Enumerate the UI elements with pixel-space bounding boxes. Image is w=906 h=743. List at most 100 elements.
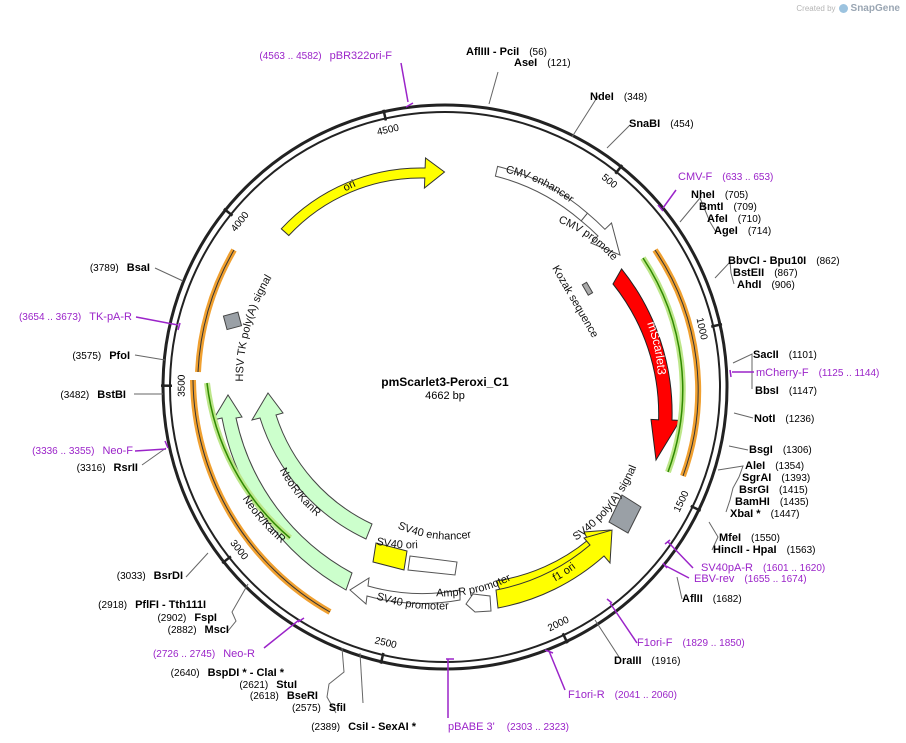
backbone-tick — [690, 504, 702, 512]
feature-label-cmv-enhancer: CMV enhancer — [505, 164, 576, 206]
feature-label-cmv-promoter: CMV promoter — [0, 0, 620, 263]
enzyme-label: (2621)StuI — [239, 679, 297, 691]
ampr-promoter-arrow — [465, 593, 492, 613]
kozak-sequence-marker — [581, 281, 594, 296]
backbone-tick — [614, 164, 624, 175]
enzyme-label: AhdI(906) — [737, 279, 795, 291]
backbone-tick-label: 1000 — [694, 317, 710, 342]
enzyme-label: (3316)RsrII — [77, 462, 138, 474]
enzyme-label: (2618)BseRI — [250, 690, 318, 702]
backbone-tick-label: 2000 — [546, 614, 571, 634]
hsv-tk-polya-marker — [222, 311, 243, 331]
enzyme-label: (2389)CsiI - SexAI * — [311, 721, 417, 733]
backbone-tick — [223, 207, 234, 217]
backbone-tick-label: 3500 — [177, 374, 188, 397]
primer-labels: (4563 .. 4582)pBR322ori-F CMV-F(633 .. 6… — [19, 50, 879, 733]
enzyme-label: (2882)MscI — [168, 624, 229, 636]
enzyme-label: (2575)SfiI — [292, 702, 346, 714]
brand-name: SnapGene — [850, 3, 900, 14]
primer-label: (2726 .. 2745)Neo-R — [153, 648, 255, 660]
backbone-tick — [221, 555, 232, 565]
plasmid-length: 4662 bp — [425, 390, 465, 402]
enzyme-label: BbsI(1147) — [755, 385, 817, 397]
backbone-tick-label: 1500 — [672, 489, 692, 514]
primer-label: (4563 .. 4582)pBR322ori-F — [259, 50, 392, 62]
backbone-outer — [161, 103, 729, 671]
enzyme-label: BstEII(867) — [733, 267, 798, 279]
mscarlet3-arrow — [612, 268, 681, 462]
feature-label-ori: ori — [341, 178, 357, 194]
feature-label-sv40-ori: SV40 ori — [375, 536, 418, 552]
primer-label: mCherry-F(1125 .. 1144) — [756, 367, 879, 379]
leader-lines — [134, 71, 754, 714]
brand-prefix: Created by — [796, 4, 836, 13]
backbone-inner — [169, 111, 721, 663]
primer-label: (3654 .. 3673)TK-pA-R — [19, 311, 132, 323]
enzyme-label: NheI(705) — [691, 189, 748, 201]
enzyme-label: NotI(1236) — [754, 413, 814, 425]
enzyme-label: HincII - HpaI(1563) — [713, 544, 815, 556]
neor-orf-marker — [190, 248, 332, 615]
enzyme-label: AleI(1354) — [745, 460, 804, 472]
enzyme-label: (3575)PfoI — [72, 350, 130, 362]
enzyme-label: SnaBI(454) — [629, 118, 694, 130]
enzyme-label: DraIII(1916) — [614, 655, 680, 667]
ori-arrow — [280, 157, 446, 237]
enzyme-label: AfeI(710) — [707, 213, 761, 225]
backbone-tick-label: 2500 — [374, 635, 399, 651]
enzyme-label: BbvCI - Bpu10I(862) — [728, 255, 840, 267]
backbone-tick-label: 500 — [599, 172, 619, 191]
enzyme-label: AgeI(714) — [714, 225, 771, 237]
sv40-enhancer-marker — [407, 555, 458, 576]
feature-label-kozak: Kozak sequence — [549, 264, 600, 340]
enzyme-label: NdeI(348) — [590, 91, 647, 103]
backbone-tick — [561, 632, 569, 644]
plasmid-name: pmScarlet3-Peroxi_C1 — [381, 375, 509, 389]
enzyme-label: (3789)BsaI — [90, 262, 150, 274]
backbone-tick — [382, 109, 388, 121]
enzyme-label: AseI(121) — [514, 57, 571, 69]
sv40-polya-signal-marker — [608, 494, 642, 534]
primer-label: F1ori-R(2041 .. 2060) — [568, 689, 677, 701]
mscarlet3-orf-marker — [640, 248, 702, 478]
primer-label: F1ori-F(1829 .. 1850) — [637, 637, 745, 649]
enzyme-label: XbaI *(1447) — [730, 508, 799, 520]
enzyme-label: BamHI(1435) — [735, 496, 809, 508]
neor-kanr-arrow-inner — [250, 392, 373, 540]
primer-label: (3336 .. 3355)Neo-F — [32, 445, 133, 457]
enzyme-label: MfeI(1550) — [719, 532, 780, 544]
enzyme-label: SacII(1101) — [753, 349, 817, 361]
neor-kanr-arrow-outer — [211, 394, 353, 591]
backbone-tick-label: 4500 — [376, 123, 401, 139]
enzyme-label: (3033)BsrDI — [117, 570, 183, 582]
backbone-ticks — [160, 109, 723, 664]
enzyme-label: SgrAI(1393) — [742, 472, 810, 484]
backbone-tick — [379, 652, 385, 664]
enzyme-label: (2902)FspI — [157, 612, 217, 624]
primer-label: SV40pA-R(1601 .. 1620) — [701, 562, 825, 574]
feature-label-sv40-enhancer: SV40 enhancer — [396, 520, 472, 543]
enzyme-labels: AflIII - PciI(56) AseI(121) NdeI(348) Sn… — [60, 46, 839, 733]
snapgene-brand: Created by SnapGene — [796, 3, 900, 14]
feature-arrows — [190, 157, 702, 615]
enzyme-label: AflII(1682) — [682, 593, 742, 605]
f1-ori-arrow — [495, 529, 613, 609]
backbone-tick — [710, 322, 723, 328]
enzyme-label: (2640)BspDI * - ClaI * — [171, 667, 285, 679]
sv40-promoter-arrow — [349, 577, 461, 605]
enzyme-label: (2918)PflFI - Tth111I — [98, 599, 206, 611]
primer-label: pBABE 3'(2303 .. 2323) — [448, 721, 569, 733]
enzyme-label: BsgI(1306) — [749, 444, 812, 456]
primer-label: CMV-F(633 .. 653) — [678, 171, 773, 183]
feature-label-hsv-tk-polya: HSV TK poly(A) signal — [234, 273, 274, 382]
primer-label: EBV-rev(1655 .. 1674) — [694, 573, 807, 585]
sv40-ori-marker — [372, 542, 408, 571]
cmv-promoter-arrow — [580, 212, 621, 256]
enzyme-label: BmtI(709) — [699, 201, 757, 213]
snapgene-logo-icon — [838, 4, 848, 13]
enzyme-label: (3482)BstBI — [60, 389, 126, 401]
enzyme-label: BsrGI(1415) — [739, 484, 808, 496]
primer-marks — [134, 62, 754, 718]
enzyme-label: AflIII - PciI(56) — [466, 46, 547, 58]
